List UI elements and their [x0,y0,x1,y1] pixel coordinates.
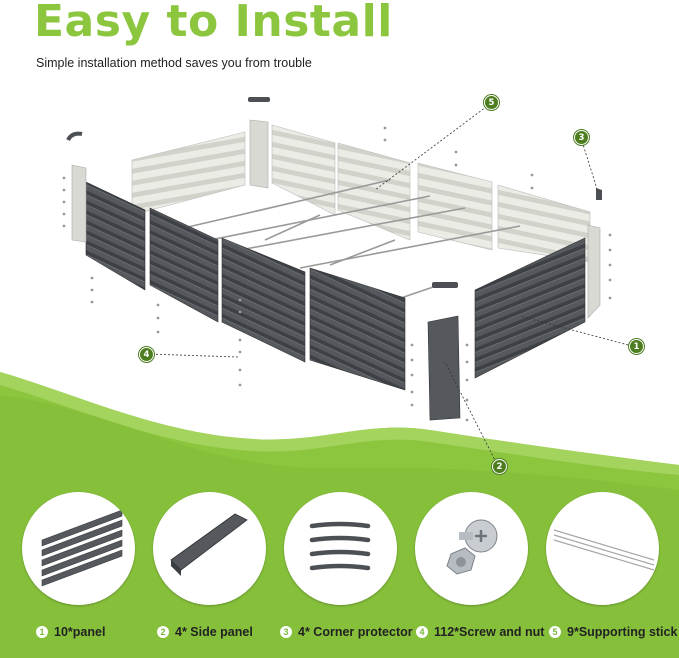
screw-and-nut-part-image [415,492,528,605]
callout-leaders [147,103,633,467]
part-number-badge: 4 [416,626,428,638]
screw-dots [62,126,612,422]
callout-3: 3 [574,130,589,145]
part-number-badge: 2 [157,626,169,638]
part-number-badge: 3 [280,626,292,638]
side-panel-part-image [153,492,266,605]
part-label-text: 4* Side panel [175,625,253,639]
supporting-sticks [174,179,521,301]
panel-part-image [22,492,135,605]
callout-5: 5 [484,95,499,110]
part-label-1: 1 10*panel [36,623,105,641]
part-label-2: 2 4* Side panel [157,623,253,641]
part-label-3: 3 4* Corner protector [280,623,413,641]
callout-1: 1 [629,339,644,354]
part-label-text: 10*panel [54,625,106,639]
part-label-5: 5 9*Supporting stick [549,623,677,641]
part-label-text: 9*Supporting stick [567,625,678,639]
supporting-stick-part-image [546,492,659,605]
callout-2: 2 [492,459,507,474]
part-label-text: 4* Corner protector [298,625,413,639]
part-label-4: 4 112*Screw and nut [416,623,544,641]
back-panels [131,97,591,263]
part-number-badge: 1 [36,626,48,638]
callout-4: 4 [139,347,154,362]
part-label-text: 112*Screw and nut [434,625,545,639]
part-number-badge: 5 [549,626,561,638]
corner-protector-part-image [284,492,397,605]
page-title: Easy to Install [34,0,393,47]
page-subtitle: Simple installation method saves you fro… [36,56,312,70]
front-panels [66,131,602,421]
